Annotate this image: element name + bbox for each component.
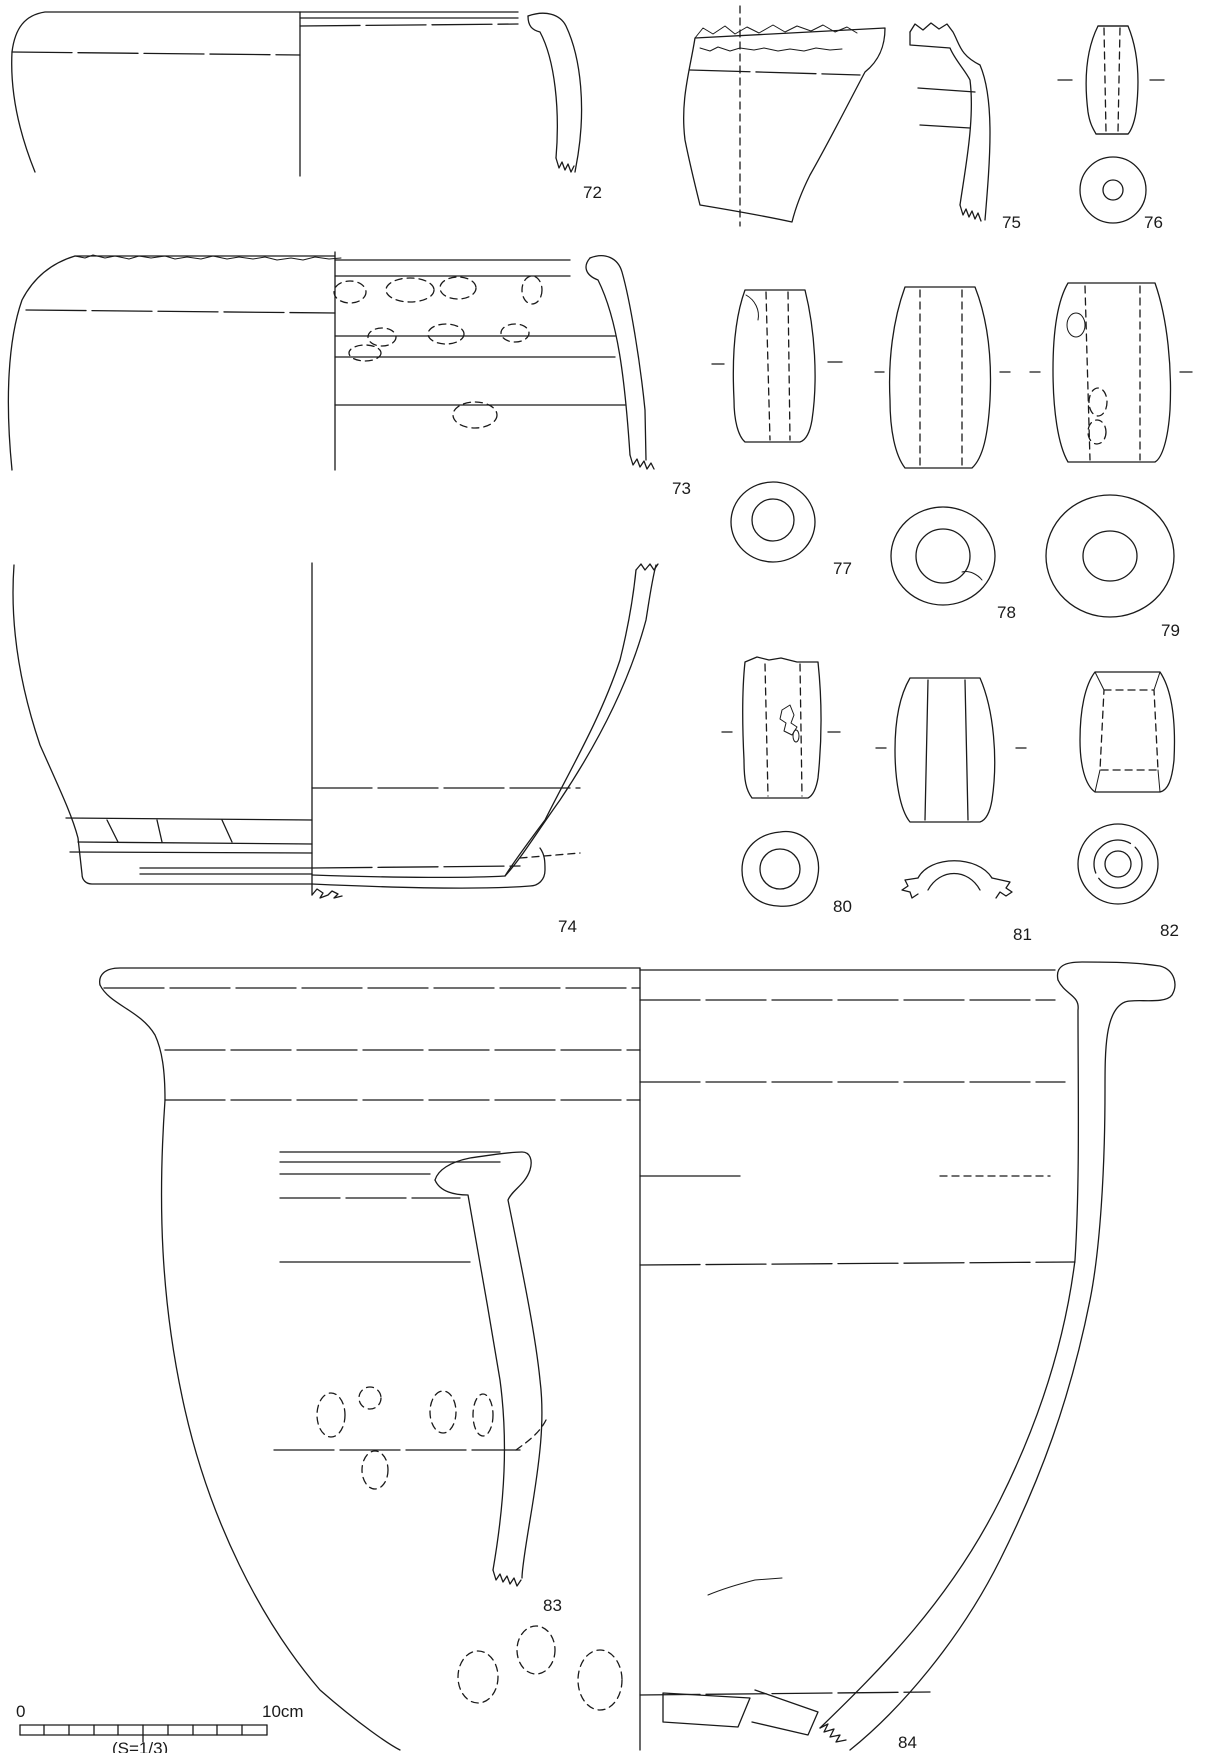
figure-number-78: 78: [997, 603, 1016, 622]
figure-number-77: 77: [833, 559, 852, 578]
figure-number-80: 80: [833, 897, 852, 916]
bead-82: 82: [1077, 671, 1179, 940]
bead-77: 77: [711, 289, 852, 578]
figure-number-76: 76: [1144, 213, 1163, 232]
bead-80: 80: [721, 656, 852, 916]
figure-number-72: 72: [583, 183, 602, 202]
sherd-75: 75: [682, 5, 1021, 232]
bead-79: 79: [1029, 282, 1193, 640]
figure-number-79: 79: [1161, 621, 1180, 640]
figure-number-73: 73: [672, 479, 691, 498]
scale-ratio-label: (S=1/3): [112, 1739, 168, 1753]
bead-81: 81: [875, 677, 1032, 944]
bead-76: 76: [1057, 25, 1165, 232]
vessel-74: 74: [12, 562, 659, 936]
bead-78: 78: [874, 286, 1016, 622]
figure-number-74: 74: [558, 917, 577, 936]
vessel-84: 84: [639, 961, 1176, 1752]
vessel-83: 83: [99, 967, 641, 1751]
figure-number-82: 82: [1160, 921, 1179, 940]
figure-number-75: 75: [1002, 213, 1021, 232]
scale-bar: 0 10cm (S=1/3): [16, 1702, 304, 1753]
scale-end-label: 10cm: [262, 1702, 304, 1721]
figure-number-83: 83: [543, 1596, 562, 1615]
vessel-72: 72: [11, 11, 602, 202]
figure-number-81: 81: [1013, 925, 1032, 944]
scale-start-label: 0: [16, 1702, 25, 1721]
figure-number-84: 84: [898, 1733, 917, 1752]
vessel-73: 73: [7, 251, 691, 498]
